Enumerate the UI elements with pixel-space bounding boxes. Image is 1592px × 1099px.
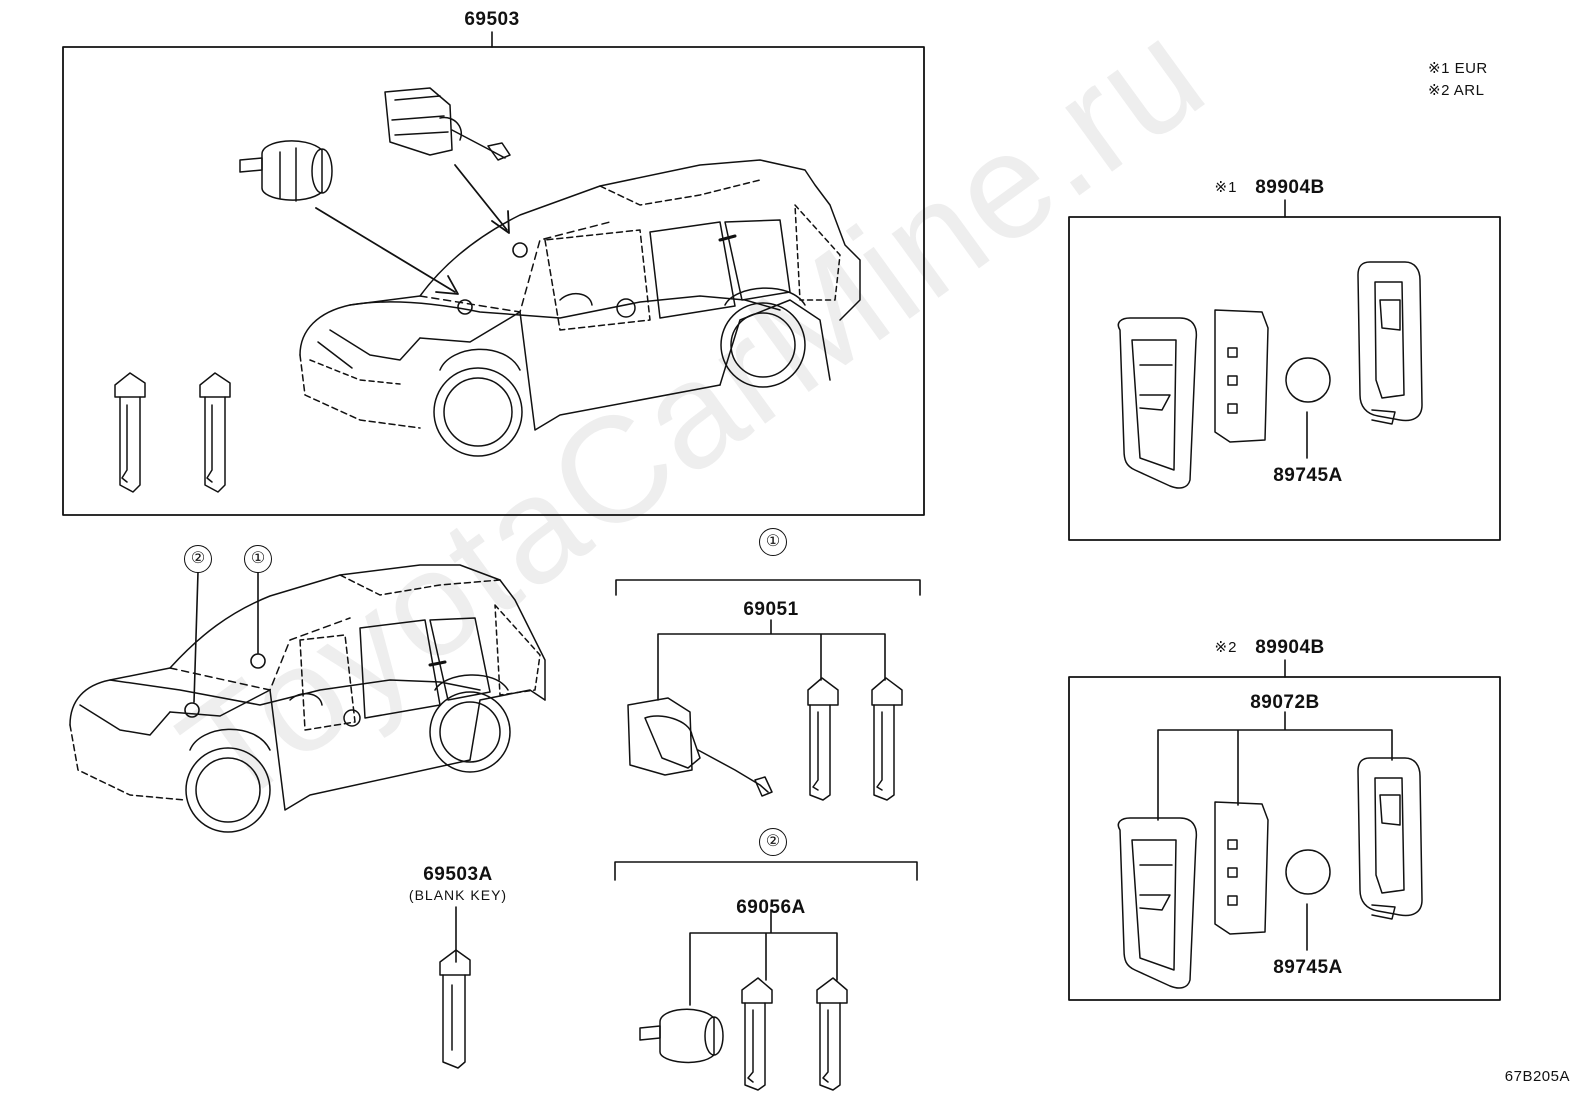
part-label-89072b: 89072B xyxy=(1250,692,1320,713)
location-arrows xyxy=(315,164,510,295)
part-label-89904b-eur: 89904B xyxy=(1255,177,1325,198)
key-69051-2 xyxy=(871,677,903,801)
group-box-69503 xyxy=(62,46,925,516)
ignition-switch-69051 xyxy=(627,697,773,797)
cylinder-location-marker-front xyxy=(457,299,473,315)
callout-1: ① xyxy=(759,528,787,556)
car-callout-1: ① xyxy=(244,545,272,573)
battery-89745a-eur xyxy=(1285,357,1331,403)
legend-arl: ※2 ARL xyxy=(1428,81,1485,99)
part-label-89745a-arl: 89745A xyxy=(1273,957,1343,978)
door-lock-cylinder-part xyxy=(239,140,333,202)
callout-2: ② xyxy=(759,828,787,856)
group-box-89904b-eur xyxy=(1068,216,1501,541)
car-callout-2: ② xyxy=(184,545,212,573)
key-fob-board-eur xyxy=(1214,309,1269,443)
key-fob-case-arl xyxy=(1357,757,1423,920)
blank-key-69503a xyxy=(439,949,471,1069)
key-top-2 xyxy=(199,372,231,493)
part-label-69503a: 69503A xyxy=(423,864,493,885)
battery-89745a-arl xyxy=(1285,849,1331,895)
blank-key-note: (BLANK KEY) xyxy=(408,887,508,903)
cylinder-location-marker-rear xyxy=(512,242,528,258)
diagram-code: 67B205A xyxy=(1504,1068,1570,1085)
bracket-group-1 xyxy=(615,579,921,596)
part-label-89904b-arl: 89904B xyxy=(1255,637,1325,658)
ignition-switch-part xyxy=(384,87,511,161)
key-69056a-1 xyxy=(741,977,773,1091)
key-fob-cover-eur xyxy=(1117,317,1198,489)
vehicle-illustration-top xyxy=(299,159,861,457)
leader-89072b xyxy=(1157,711,1393,821)
key-69051-1 xyxy=(807,677,839,801)
key-top-1 xyxy=(114,372,146,493)
car-marker-2 xyxy=(184,702,200,718)
key-fob-board-arl xyxy=(1214,801,1269,935)
part-label-89745a-eur: 89745A xyxy=(1273,465,1343,486)
vehicle-illustration-bottom xyxy=(69,564,546,833)
key-fob-cover-arl xyxy=(1117,817,1198,989)
bracket-group-2 xyxy=(614,861,918,881)
leader-69051 xyxy=(657,619,886,701)
legend: ※1 EUR ※2 ARL xyxy=(1428,58,1488,102)
key-fob-case-eur xyxy=(1357,261,1423,425)
leader-69056a xyxy=(689,909,838,1006)
door-cylinder-69056a xyxy=(639,1008,724,1064)
mark-eur: ※1 xyxy=(1214,179,1238,196)
key-69056a-2 xyxy=(816,977,848,1091)
legend-eur: ※1 EUR xyxy=(1428,60,1488,77)
part-label-69051: 69051 xyxy=(743,599,799,620)
mark-arl: ※2 xyxy=(1214,639,1238,656)
leader-car-2 xyxy=(193,571,199,703)
car-marker-1 xyxy=(250,653,266,669)
part-label-69503: 69503 xyxy=(464,9,520,30)
part-label-69056a: 69056A xyxy=(736,897,806,918)
